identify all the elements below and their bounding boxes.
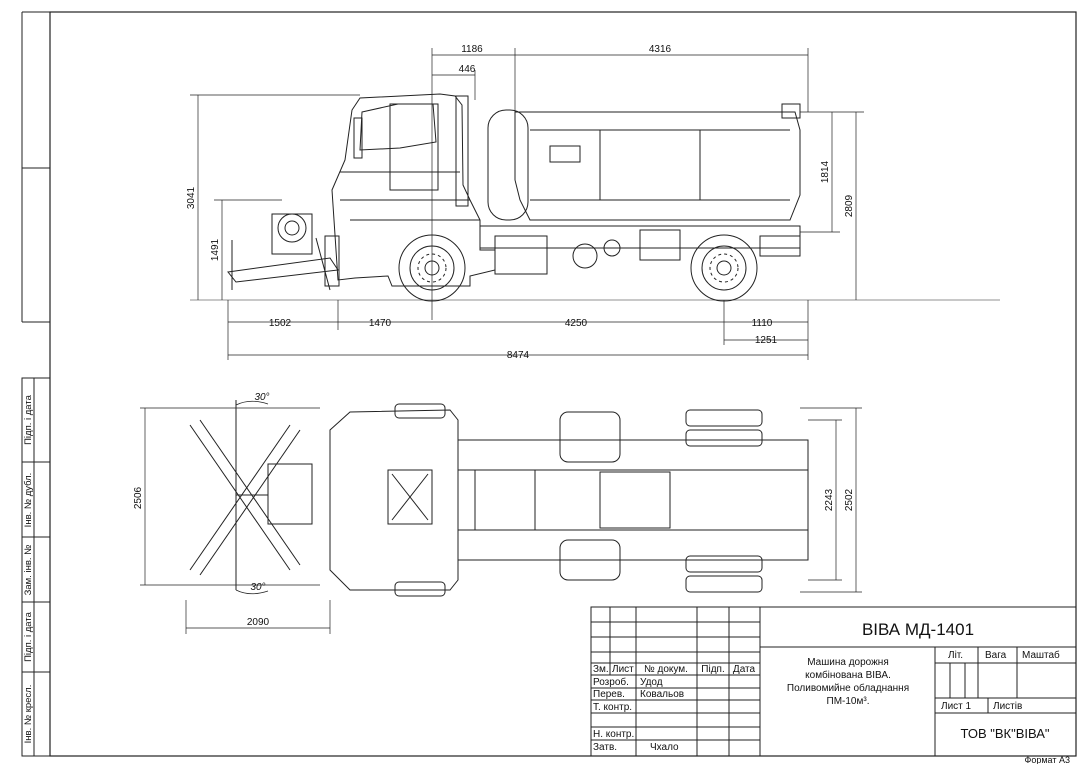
truck-cab [331,93,496,287]
mass-label: Вага [985,650,1007,661]
dim-1110: 1110 [752,318,773,329]
title-desc-line-4: ПМ-10м³. [827,696,870,707]
company-name: ТОВ "ВК"ВІВА" [960,726,1049,741]
dim-1251: 1251 [755,335,778,346]
angle-top: 30° [254,392,269,403]
side-box [494,235,548,275]
dim-4250: 4250 [565,318,588,329]
scale-label: Маштаб [1022,649,1060,661]
dim-1470: 1470 [369,318,392,329]
dim-2502: 2502 [844,488,855,511]
header-sign: Підп. [701,664,724,675]
dim-1491: 1491 [210,238,221,261]
top-rear-wheel-r2 [685,575,763,593]
top-view [140,400,862,634]
dim-8474: 8474 [507,350,530,361]
top-rear-wheel-r1 [685,555,763,573]
top-mount-frame [267,463,313,525]
header-list: Лист [612,664,634,675]
title-designation: ВІВА МД-1401 [862,620,974,639]
tank-pump [487,109,529,221]
left-margin-strip [21,11,51,757]
margin-label-sign-date-2: Підп. і дата [23,611,34,662]
margin-label-drawing-inv: Інв. № кресл. [23,685,34,744]
role-checker: Перев. [593,689,625,700]
name-approved: Чхало [650,742,679,753]
format-label: Формат А3 [1025,755,1070,764]
role-developer: Розроб. [593,676,629,688]
dim-3041: 3041 [186,186,197,209]
dim-2506: 2506 [133,486,144,509]
top-front-wheel-l [394,403,446,419]
header-zm: Зм. [593,664,609,675]
role-approved: Затв. [593,742,617,753]
water-tank [514,111,801,221]
cab-window [359,103,437,151]
margin-label-sign-date-1: Підп. і дата [23,394,34,445]
angle-bottom: 30° [250,582,265,593]
sheet-frame [49,11,1077,757]
dim-2090: 2090 [247,617,270,628]
side-view [190,48,1000,360]
name-checker: Ковальов [640,689,684,700]
margin-label-dup-inv: Інв. № дубл. [23,473,34,528]
name-developer: Удод [640,677,663,688]
top-rear-wheel-l2 [685,429,763,447]
top-front-wheel-r [394,581,446,597]
header-date: Дата [733,664,756,675]
dim-4316: 4316 [649,44,672,55]
margin-label-replace-inv: Зам. інв. № [23,545,34,596]
top-rear-wheel-l1 [685,409,763,427]
mirror [353,117,363,159]
dim-2243: 2243 [824,488,835,511]
dim-1186: 1186 [461,44,483,55]
side-dim-lines [190,48,864,360]
cab-stack [455,95,469,207]
top-chassis [457,439,809,561]
lit-label: Літ. [948,650,963,661]
cab-door [389,103,439,191]
title-desc-line-3: Поливомийне обладнання [787,682,909,694]
title-desc-line-1: Машина дорожня [807,657,889,668]
role-tech-control: Т. контр. [593,702,632,713]
title-block-grid [590,606,1077,757]
front-attachment [227,213,340,291]
dim-1502: 1502 [269,318,292,329]
dim-446: 446 [459,64,476,75]
top-cab [329,409,459,591]
roof-hatch [387,469,433,525]
brush-arms [189,419,301,576]
sheet-label: Лист 1 [941,701,972,712]
role-norm-control: Н. контр. [593,729,634,740]
dim-2809: 2809 [844,194,855,217]
rear-wheel [690,234,758,302]
title-desc-line-2: комбінована ВІВА. [805,669,891,681]
sheets-label: Листів [993,701,1022,712]
header-doc: № докум. [644,664,688,675]
dim-1814: 1814 [820,160,831,183]
